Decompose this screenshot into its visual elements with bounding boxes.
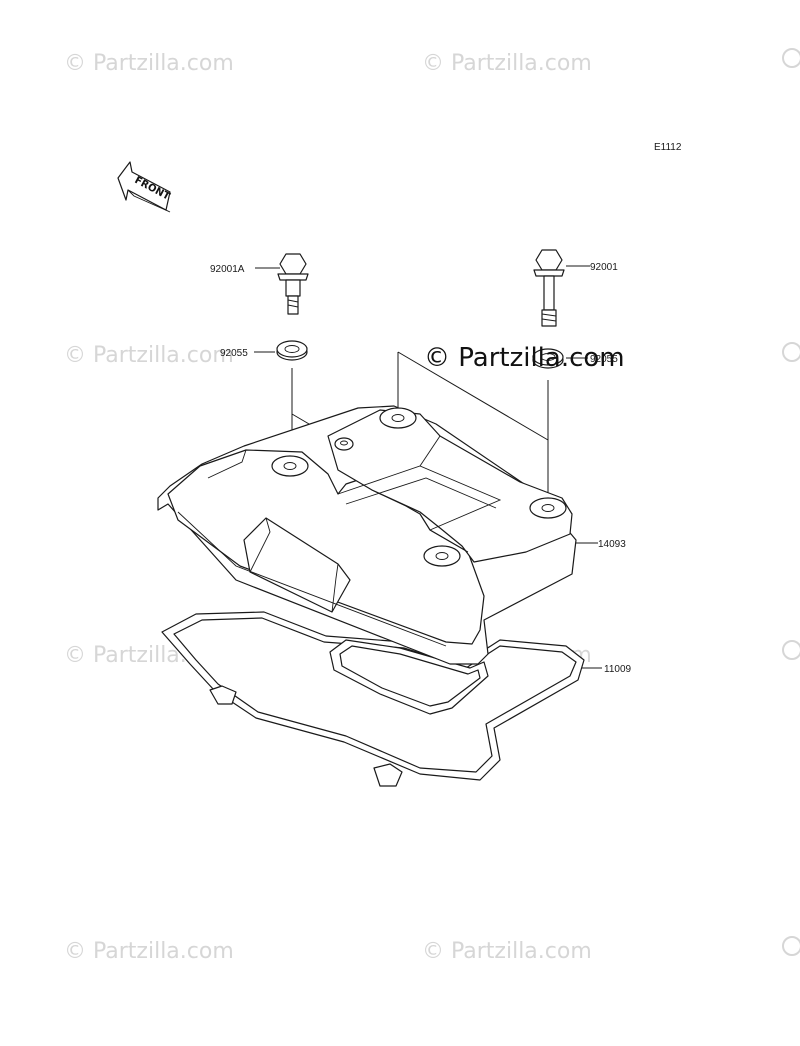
cover-14093: [157, 405, 577, 665]
front-arrow-icon: FRONT: [117, 161, 172, 213]
callout-14093: 14093: [598, 539, 626, 550]
watermark: © Partzilla.com: [64, 51, 234, 76]
callout-92055-left: 92055: [220, 348, 248, 359]
callout-11009: 11009: [604, 664, 632, 675]
watermark-edge: [782, 48, 800, 956]
gasket-11009: [161, 611, 585, 787]
cover-boss: [529, 497, 567, 519]
watermark: © Partzilla.com: [64, 939, 234, 964]
washer-left: [276, 340, 308, 361]
cover-boss: [379, 407, 417, 429]
watermark: © Partzilla.com: [64, 343, 234, 368]
cover-boss: [271, 455, 309, 477]
cover-plug: [334, 437, 354, 451]
washer-right: [532, 348, 564, 369]
watermark: © Partzilla.com: [422, 939, 592, 964]
partzilla-watermark: © Partzilla.com: [424, 343, 625, 373]
callout-92001a: 92001A: [210, 264, 245, 275]
callout-92001: 92001: [590, 262, 618, 273]
diagram-code: E1112: [654, 142, 682, 153]
callout-labels: 92001A 92001 92055 92055 14093 11009: [210, 262, 632, 675]
watermark: © Partzilla.com: [422, 51, 592, 76]
callout-92055-right: 92055: [590, 354, 618, 365]
bolt-92001a: [277, 253, 309, 315]
bolt-92001: [533, 249, 565, 327]
cover-boss: [423, 545, 461, 567]
